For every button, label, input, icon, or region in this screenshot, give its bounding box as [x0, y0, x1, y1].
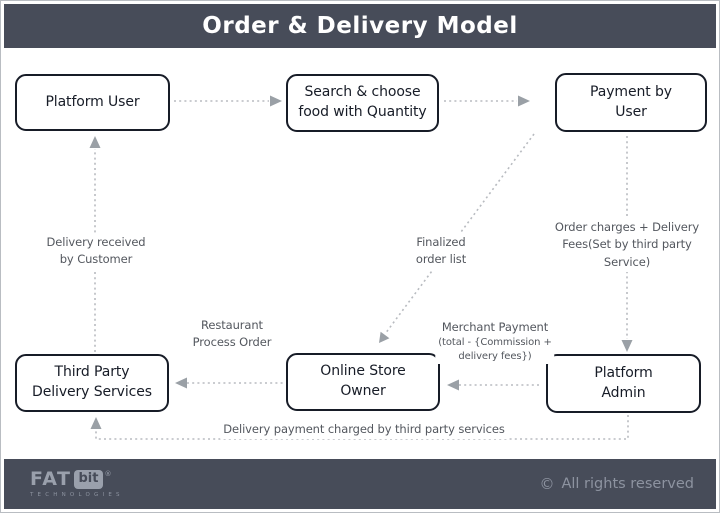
arrowhead-down-icon: [621, 340, 633, 352]
node-label: Platform User: [45, 93, 140, 110]
node-label: Delivery Services: [32, 384, 152, 400]
arrowhead-up-icon: [90, 417, 102, 429]
arrowhead-diagonal-icon: [379, 331, 390, 343]
copyright-icon: ©: [539, 474, 555, 493]
node-third-party-delivery: Third Party Delivery Services: [15, 354, 169, 412]
label-restaurant-process-order: Restaurant Process Order: [189, 316, 275, 353]
node-label: Online Store: [320, 363, 406, 380]
copyright-notice: © All rights reserved: [539, 476, 694, 492]
arrowhead-right-icon: [270, 95, 282, 107]
arrowhead-left-icon: [447, 379, 459, 391]
label-merchant-payment: Merchant Payment (total - {Commission + …: [435, 318, 555, 365]
node-label: Payment by: [590, 83, 672, 100]
node-label: Admin: [601, 384, 646, 401]
node-label: Owner: [340, 383, 386, 399]
label-finalized-order-list: Finalized order list: [412, 233, 470, 270]
node-online-store-owner: Online Store Owner: [286, 353, 440, 411]
node-label: User: [615, 103, 647, 120]
node-label: food with Quantity: [298, 104, 427, 120]
label-delivery-received: Delivery received by Customer: [43, 233, 149, 270]
title-bar: Order & Delivery Model: [4, 4, 716, 48]
footer-bar: FAT bit ® TECHNOLOGIES © All rights rese…: [4, 459, 716, 509]
node-label: Search & choose: [304, 84, 421, 101]
node-label: Third Party: [54, 364, 130, 381]
copyright-text: All rights reserved: [561, 476, 694, 492]
node-platform-admin: Platform Admin: [546, 354, 701, 413]
node-search-choose-food: Search & choose food with Quantity: [286, 74, 439, 132]
logo-fat-text: FAT: [30, 468, 72, 490]
logo-bit-badge: bit: [73, 470, 104, 489]
label-order-charges: Order charges + Delivery Fees(Set by thi…: [551, 218, 703, 272]
registered-trademark-icon: ®: [104, 470, 112, 478]
node-platform-user: Platform User: [15, 74, 170, 131]
fatbit-logo: FAT bit ® TECHNOLOGIES: [30, 468, 124, 499]
node-payment-by-user: Payment by User: [555, 73, 707, 132]
arrowhead-left-icon: [175, 377, 187, 389]
node-label: Platform: [594, 364, 653, 381]
arrowhead-up-icon: [89, 136, 101, 148]
page-title: Order & Delivery Model: [202, 13, 518, 39]
arrowhead-right-icon: [518, 95, 530, 107]
logo-tagline: TECHNOLOGIES: [30, 492, 124, 498]
label-delivery-payment-charged: Delivery payment charged by third party …: [220, 420, 508, 440]
